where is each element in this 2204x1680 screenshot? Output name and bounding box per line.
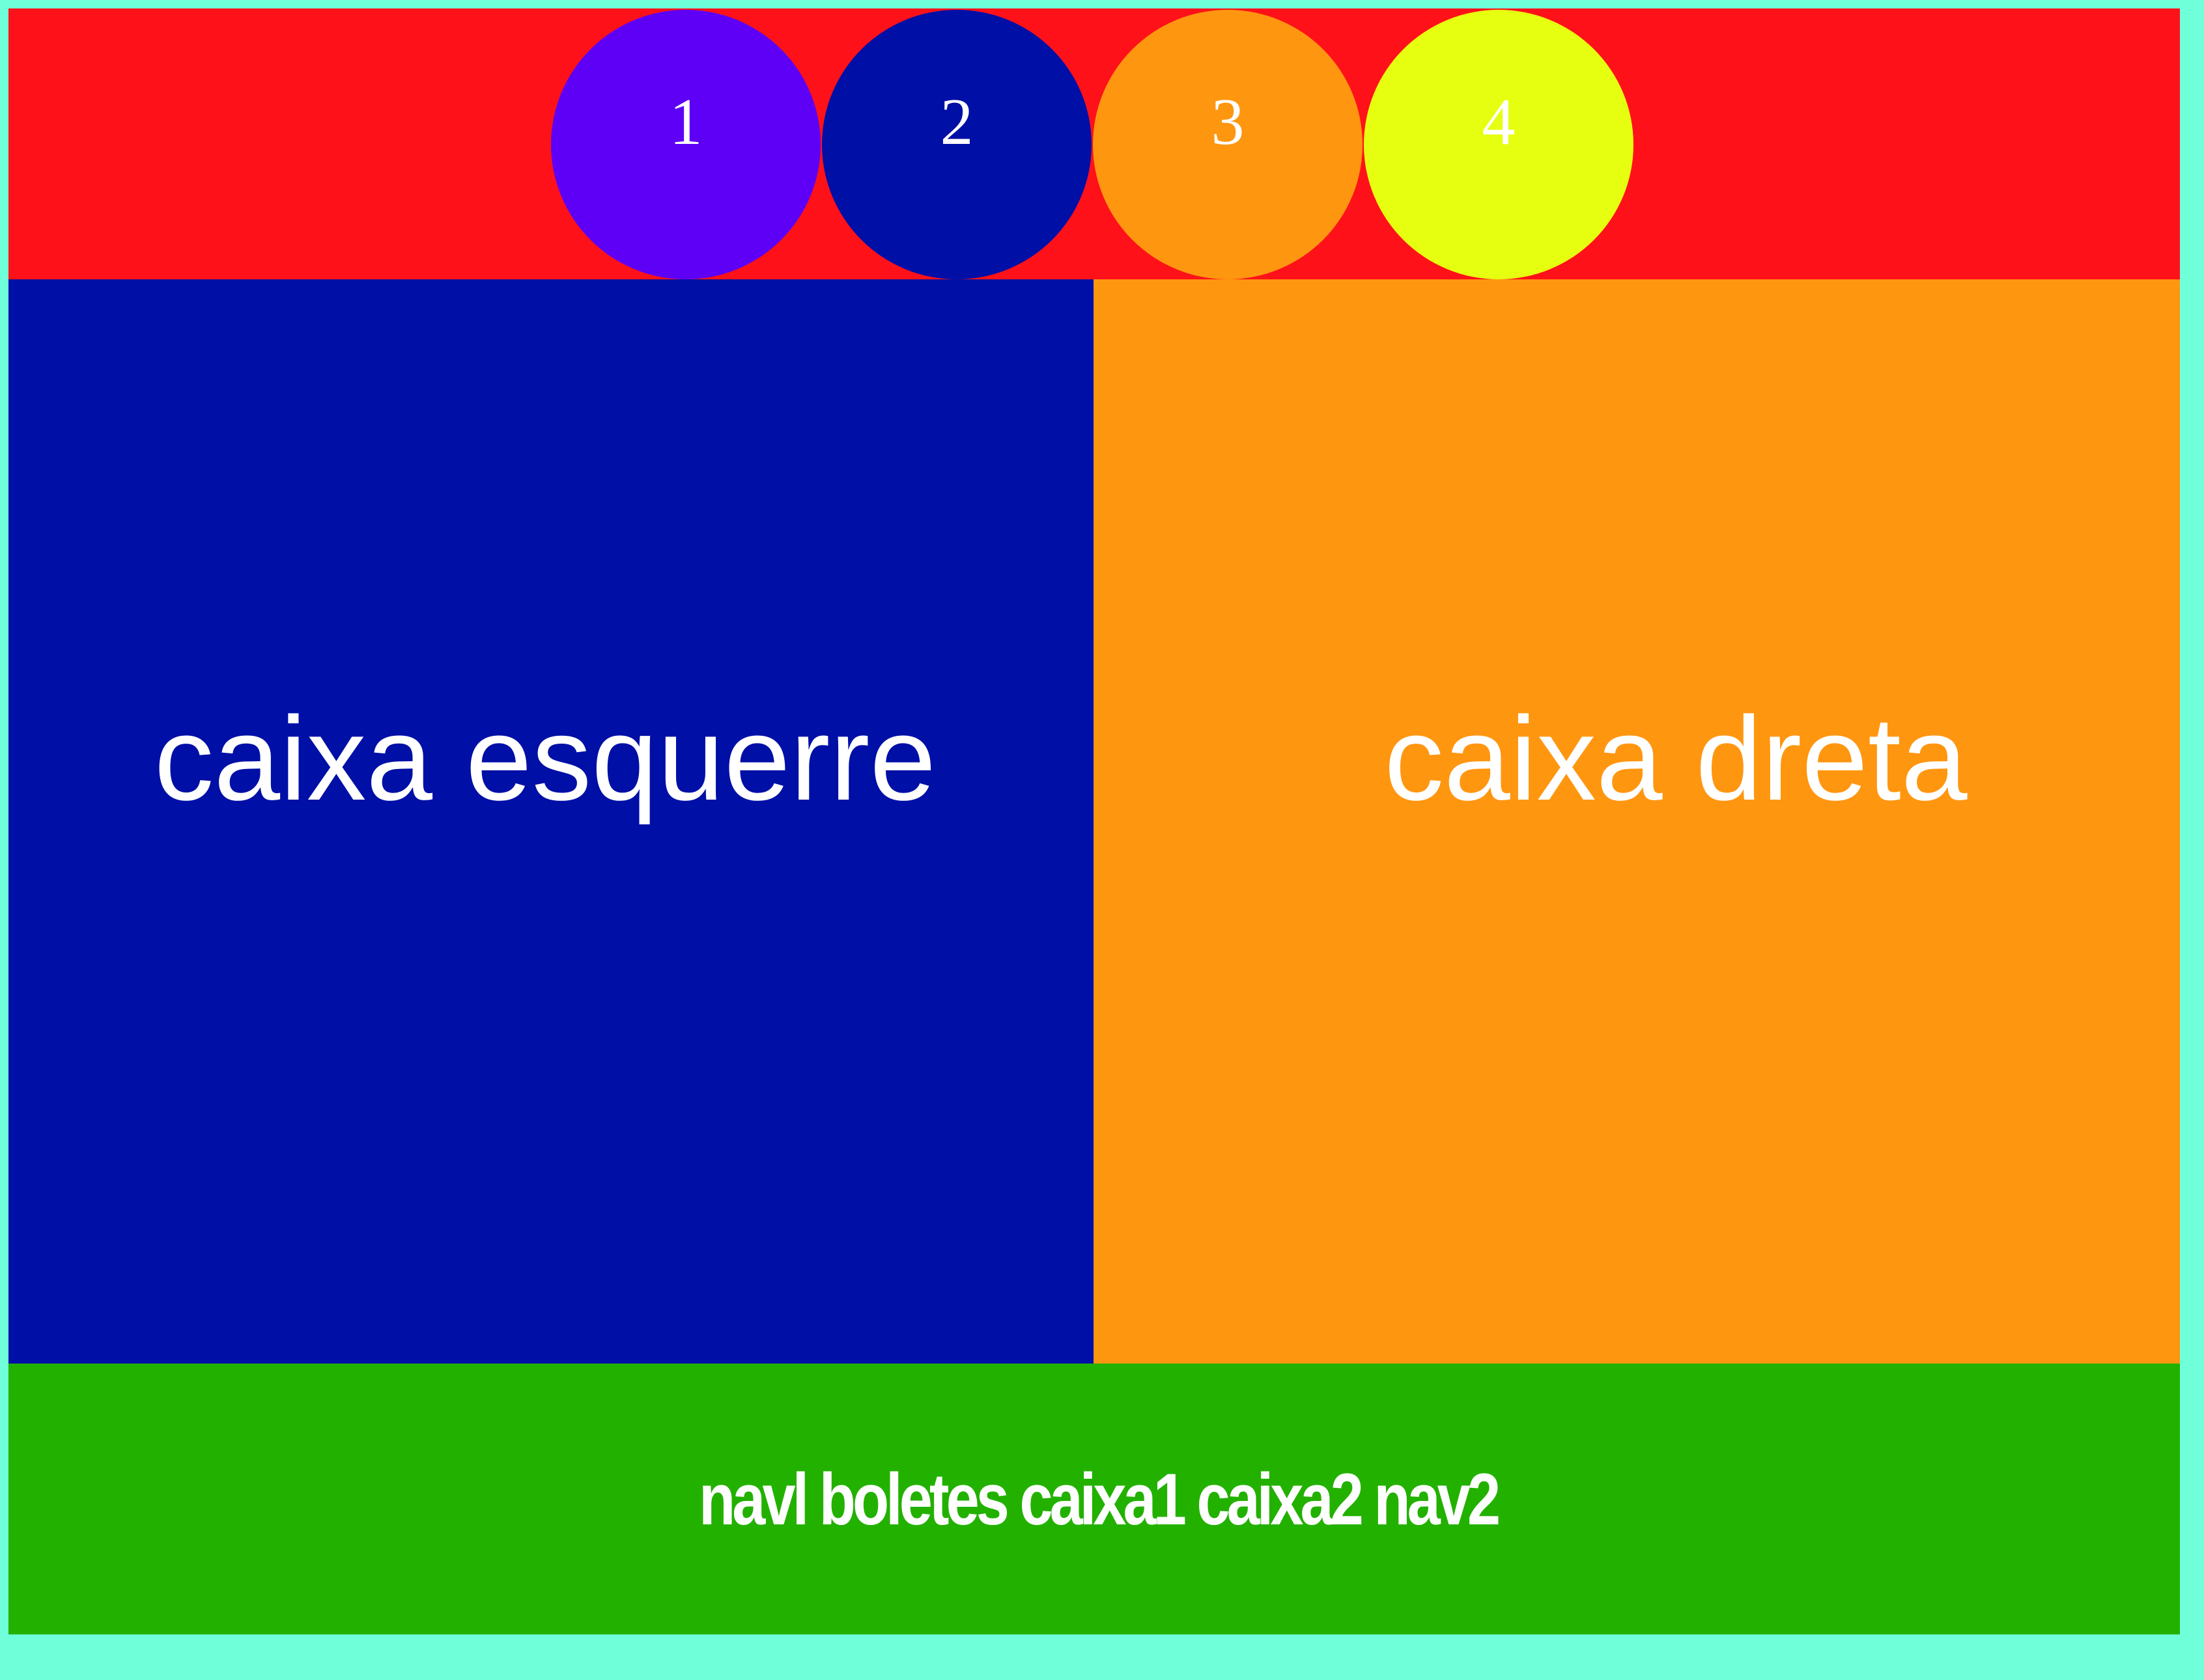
right-box-label: caixa dreta [1384,692,1968,825]
right-box: caixa dreta [1094,279,2180,1364]
bullet-2-label: 2 [940,85,974,159]
bullet-3[interactable]: 3 [1093,10,1363,279]
bullet-3-label: 3 [1211,85,1245,159]
header-bar: 1 2 3 4 [8,8,2180,279]
bullet-1[interactable]: 1 [551,10,821,279]
bullet-1-label: 1 [669,85,703,159]
footer-text: navl boletes caixa1 caixa2 nav2 [699,1458,1501,1540]
bullet-4[interactable]: 4 [1364,10,1633,279]
left-box: caixa esquerre [8,279,1094,1364]
bullet-2[interactable]: 2 [822,10,1092,279]
bullet-4-label: 4 [1482,85,1516,159]
left-box-label: caixa esquerre [154,692,937,825]
footer-bar: navl boletes caixa1 caixa2 nav2 [8,1364,2180,1634]
